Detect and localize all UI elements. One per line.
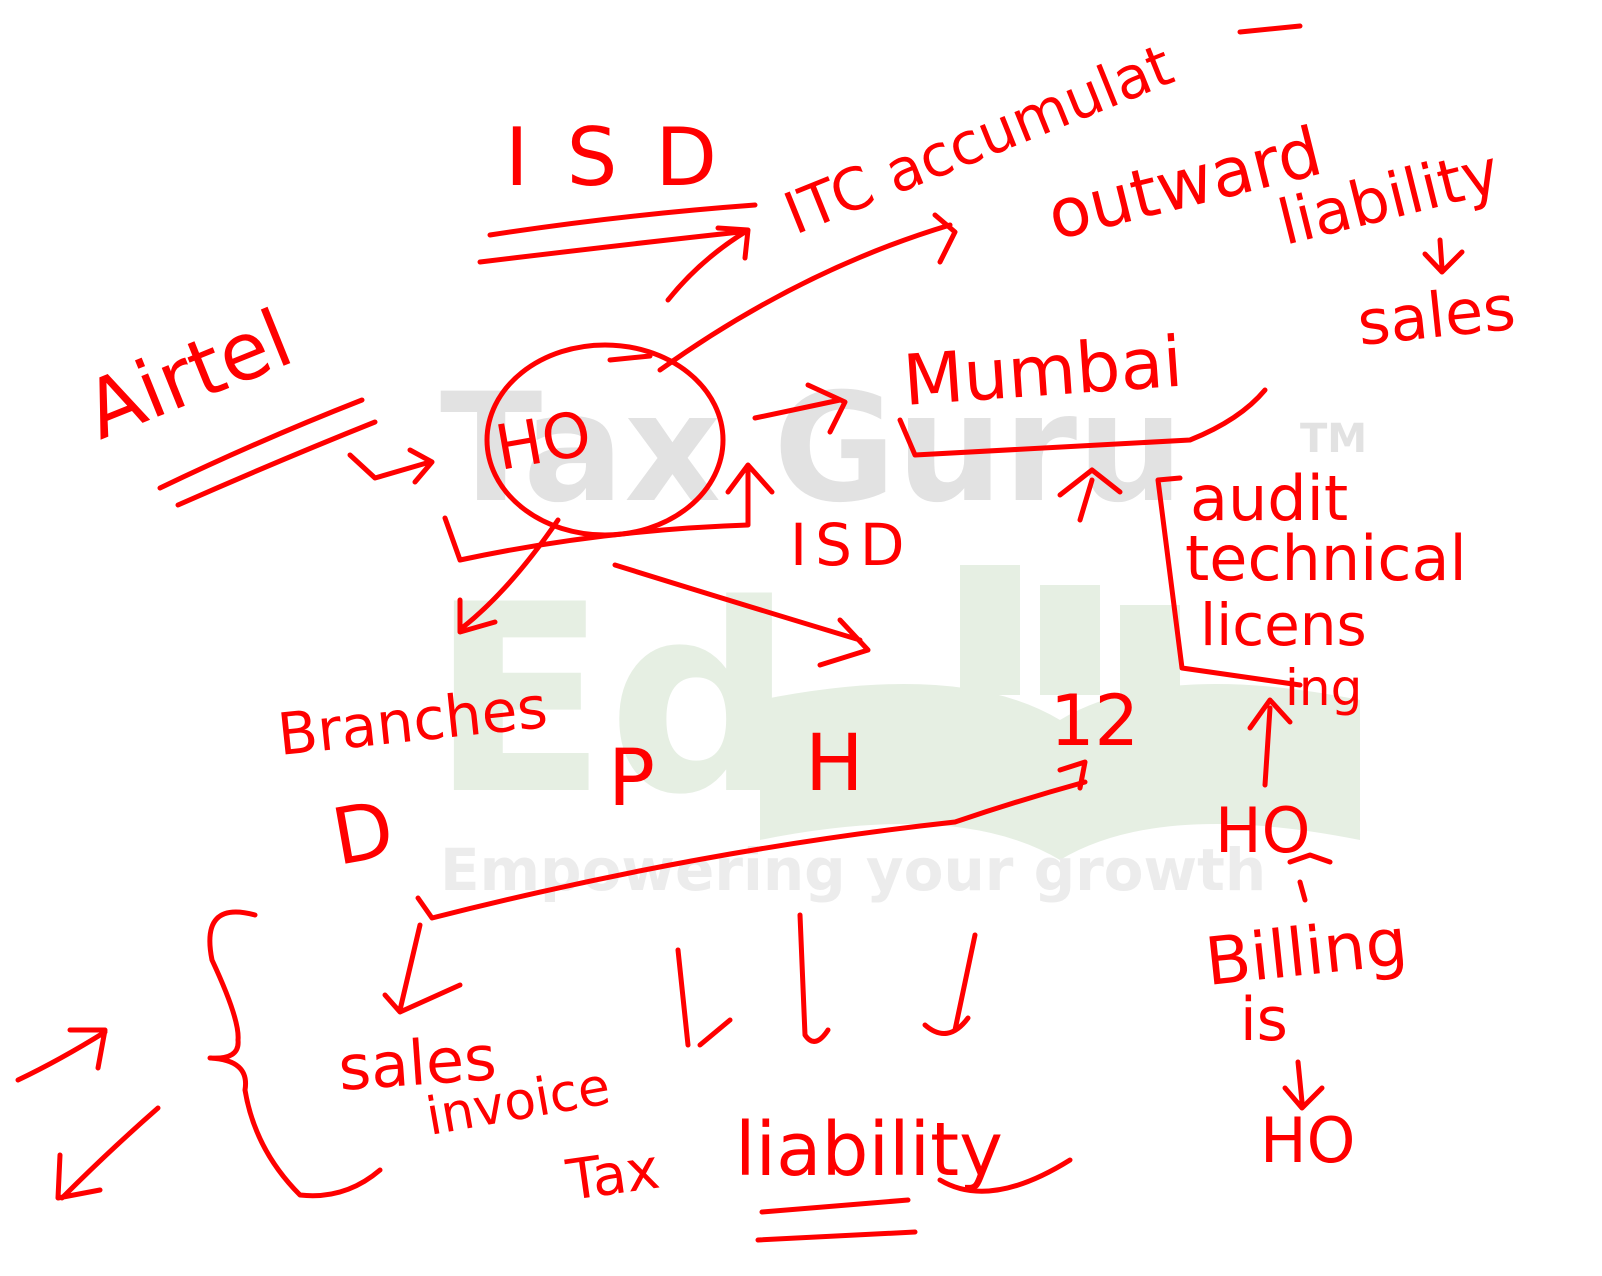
mumbai-label: Mumbai (900, 321, 1185, 422)
services-bracket (1155, 475, 1303, 688)
isd-underline-1 (487, 202, 758, 238)
isd-underline-2 (477, 229, 743, 265)
down-arrow-3 (922, 932, 978, 1036)
is-label: is (1240, 985, 1288, 1055)
arrow-up-to-mumbai (1057, 467, 1123, 523)
tax-liability-line-1: Tax (562, 1137, 664, 1214)
tax-liability-underline-1 (759, 1197, 911, 1215)
branch-12: 12 (1050, 680, 1139, 762)
arrow-to-itc (665, 225, 751, 303)
ho-circle-label: HO (490, 396, 597, 484)
down-arrow-1 (675, 947, 733, 1048)
link-d-to-12 (415, 759, 1088, 921)
arrow-ho-right-up (1247, 697, 1293, 788)
sales-note-top: sales (1354, 271, 1519, 360)
left-brace (207, 909, 383, 1199)
isd-title: ISD (505, 111, 755, 204)
itc-dash (1237, 23, 1303, 35)
branch-d: D (326, 785, 401, 884)
arrow-ho-to-branch-h (612, 562, 871, 668)
audit-label: audit (1190, 462, 1348, 535)
sales-invoice-line-1: sales (336, 1021, 499, 1105)
double-arrow-up (15, 1027, 108, 1083)
isd-middle-label: ISD (790, 511, 913, 579)
watermark-trademark: TM (1300, 416, 1367, 462)
down-arrow-2 (797, 912, 831, 1044)
arrow-airtel-to-ho (347, 447, 435, 485)
arrow-billing-to-ho (1287, 852, 1333, 903)
arrow-to-sales-invoice (382, 922, 463, 1015)
ho-bottom-label: HO (1260, 1104, 1355, 1177)
arrow-liability-to-sales (1422, 237, 1465, 275)
airtel-underline-2 (175, 419, 378, 508)
arrow-ho-to-branches (457, 517, 561, 635)
tax-liability-underline-2 (755, 1229, 918, 1243)
airtel-underline-1 (157, 397, 365, 491)
ho-right-label: HO (1215, 794, 1310, 867)
licensing-label-line-1: licens (1200, 591, 1367, 659)
arrow-ho-to-mumbai (752, 382, 848, 435)
licensing-label-line-2: ing (1285, 659, 1362, 717)
double-arrow-down (55, 1105, 161, 1201)
billing-label: Billing (1202, 903, 1411, 1001)
mumbai-bracket (897, 387, 1268, 458)
arrow-ho-to-itc (607, 212, 958, 373)
branch-h: H (805, 719, 864, 809)
isd-distribution-line (442, 462, 775, 563)
branch-p: P (608, 734, 655, 824)
technical-label: technical (1185, 522, 1467, 595)
tax-liability-line-2: liability (735, 1107, 1003, 1193)
airtel-label: Airtel (72, 292, 304, 458)
watermark-tagline: Empowering your growth (440, 836, 1266, 904)
arrow-is-to-ho (1282, 1059, 1325, 1111)
tax-liability-tail (937, 1157, 1073, 1194)
